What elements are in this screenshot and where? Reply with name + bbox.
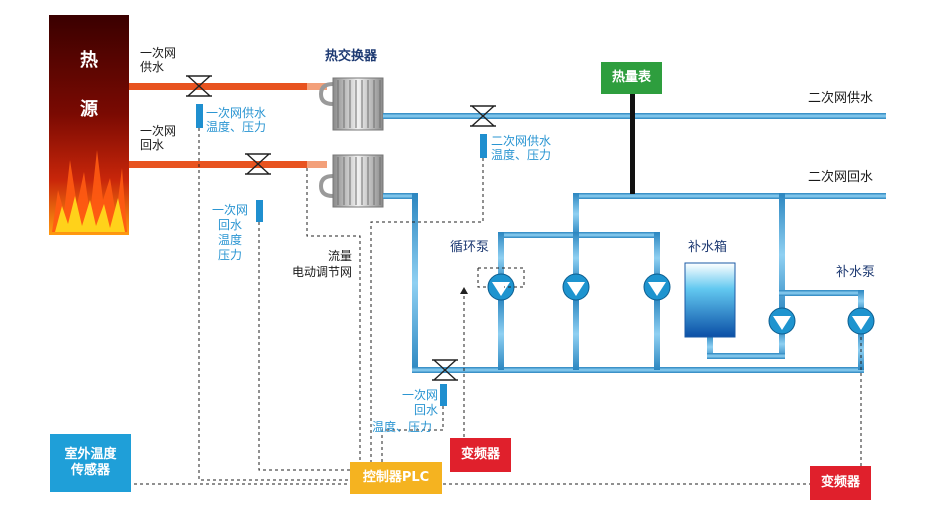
primary-pipes: [129, 83, 327, 168]
sensor-icon: [196, 104, 203, 128]
heat-source-char-2: 源: [80, 99, 98, 120]
heat-exchanger-icon: [318, 154, 384, 208]
valve-icon: [245, 153, 271, 175]
control-signal-lines: [110, 128, 862, 485]
makeup-tank-label: 补水箱: [688, 240, 728, 255]
primary-return-sensor-label: 一次网 回水 温度 压力: [212, 203, 249, 262]
heat-exchanger-icon: [318, 77, 384, 131]
pump-icon: [487, 273, 515, 301]
secondary-return-sensor-label-2: 温度、压力: [372, 420, 433, 434]
primary-supply-sensor-label: 一次网供水温度、压力: [206, 106, 267, 134]
circulation-pump-label: 循环泵: [450, 240, 490, 255]
valve-icon: [432, 359, 458, 381]
secondary-return-pipe: [573, 193, 886, 199]
primary-return-label: 一次网回水: [140, 124, 177, 152]
primary-supply-label: 一次网供水: [140, 46, 177, 74]
pump-icon: [847, 307, 875, 335]
heat-source: [49, 15, 129, 235]
heat-meter-box: 热量表: [601, 62, 662, 94]
heat-exchanger-label: 热交换器: [325, 49, 378, 64]
pump-icon: [562, 273, 590, 301]
sensor-icon: [440, 384, 447, 406]
secondary-return-label: 二次网回水: [808, 170, 874, 185]
pump-icon: [768, 307, 796, 335]
vfd-box-circulation: 变频器: [450, 438, 511, 472]
primary-return-pipe: [129, 161, 307, 168]
heat-source-char-1: 热: [80, 50, 98, 71]
pump-icon: [643, 273, 671, 301]
sensor-icon: [480, 134, 487, 158]
sensor-icon: [256, 200, 263, 222]
plc-controller-box: 控制器PLC: [350, 462, 442, 494]
makeup-tank: [684, 262, 736, 338]
valve-icon: [470, 105, 496, 127]
flame-icon: [52, 150, 127, 232]
valve-icon: [186, 75, 212, 97]
primary-supply-pipe: [129, 83, 307, 90]
outdoor-sensor-box: 室外温度传感器: [50, 434, 131, 492]
secondary-supply-label: 二次网供水: [808, 91, 874, 106]
flow-valve-label: 流量电动调节网: [291, 249, 352, 279]
secondary-supply-sensor-label: 二次网供水温度、压力: [491, 134, 552, 162]
vfd-box-makeup: 变频器: [810, 466, 871, 500]
makeup-pump-label: 补水泵: [836, 265, 876, 280]
secondary-return-sensor-label: 一次网 回水: [401, 388, 438, 417]
heat-meter-connector: [630, 94, 635, 194]
